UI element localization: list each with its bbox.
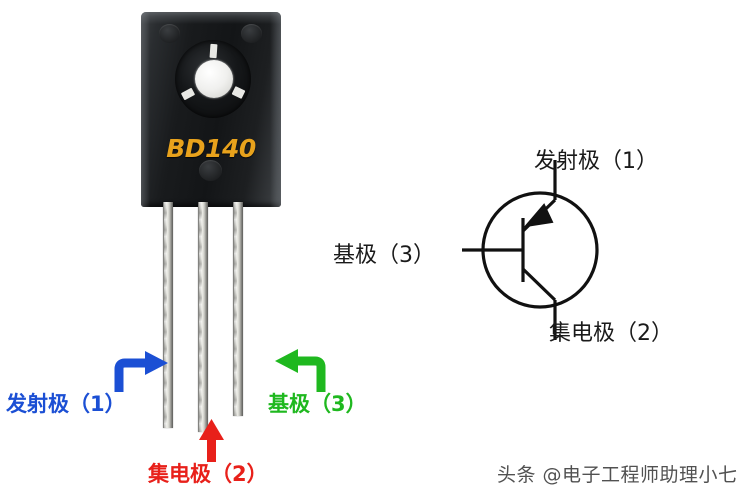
metal-tab-notch-right <box>231 86 246 99</box>
pnp-transistor-symbol <box>462 160 599 340</box>
symbol-label-emitter: 发射极（1） <box>534 149 658 174</box>
symbol-label-collector: 集电极（2） <box>549 321 673 346</box>
metal-tab-notch-left <box>180 87 196 101</box>
symbol-collector-diagonal <box>521 267 557 302</box>
transistor-lead-3-base <box>233 202 243 416</box>
watermark-text: 头条 @电子工程师助理小七 <box>497 464 738 486</box>
mounting-hole <box>195 60 233 98</box>
package-left-edge <box>141 12 150 207</box>
transistor-lead-1-emitter <box>163 202 173 428</box>
annotation-label-base: 基极（3） <box>268 392 367 416</box>
symbol-pnp-arrowhead <box>523 203 554 228</box>
annotation-label-collector: 集电极（2） <box>148 462 268 486</box>
package-dimple-top-right <box>241 24 262 43</box>
mounting-hole-ring <box>175 40 251 118</box>
part-number-marking: BD140 <box>166 134 256 163</box>
package-right-edge <box>270 12 281 207</box>
package-dimple-top-left <box>159 24 180 43</box>
annotation-label-emitter: 发射极（1） <box>6 392 126 416</box>
metal-tab-notch-top <box>209 43 218 59</box>
transistor-package-body: BD140 <box>141 12 281 207</box>
package-top-bevel <box>141 12 281 24</box>
transistor-lead-2-collector <box>198 202 208 432</box>
transistor-photo: BD140 <box>125 6 305 432</box>
symbol-label-base: 基极（3） <box>333 243 435 268</box>
package-dimple-bottom-center <box>199 160 222 181</box>
